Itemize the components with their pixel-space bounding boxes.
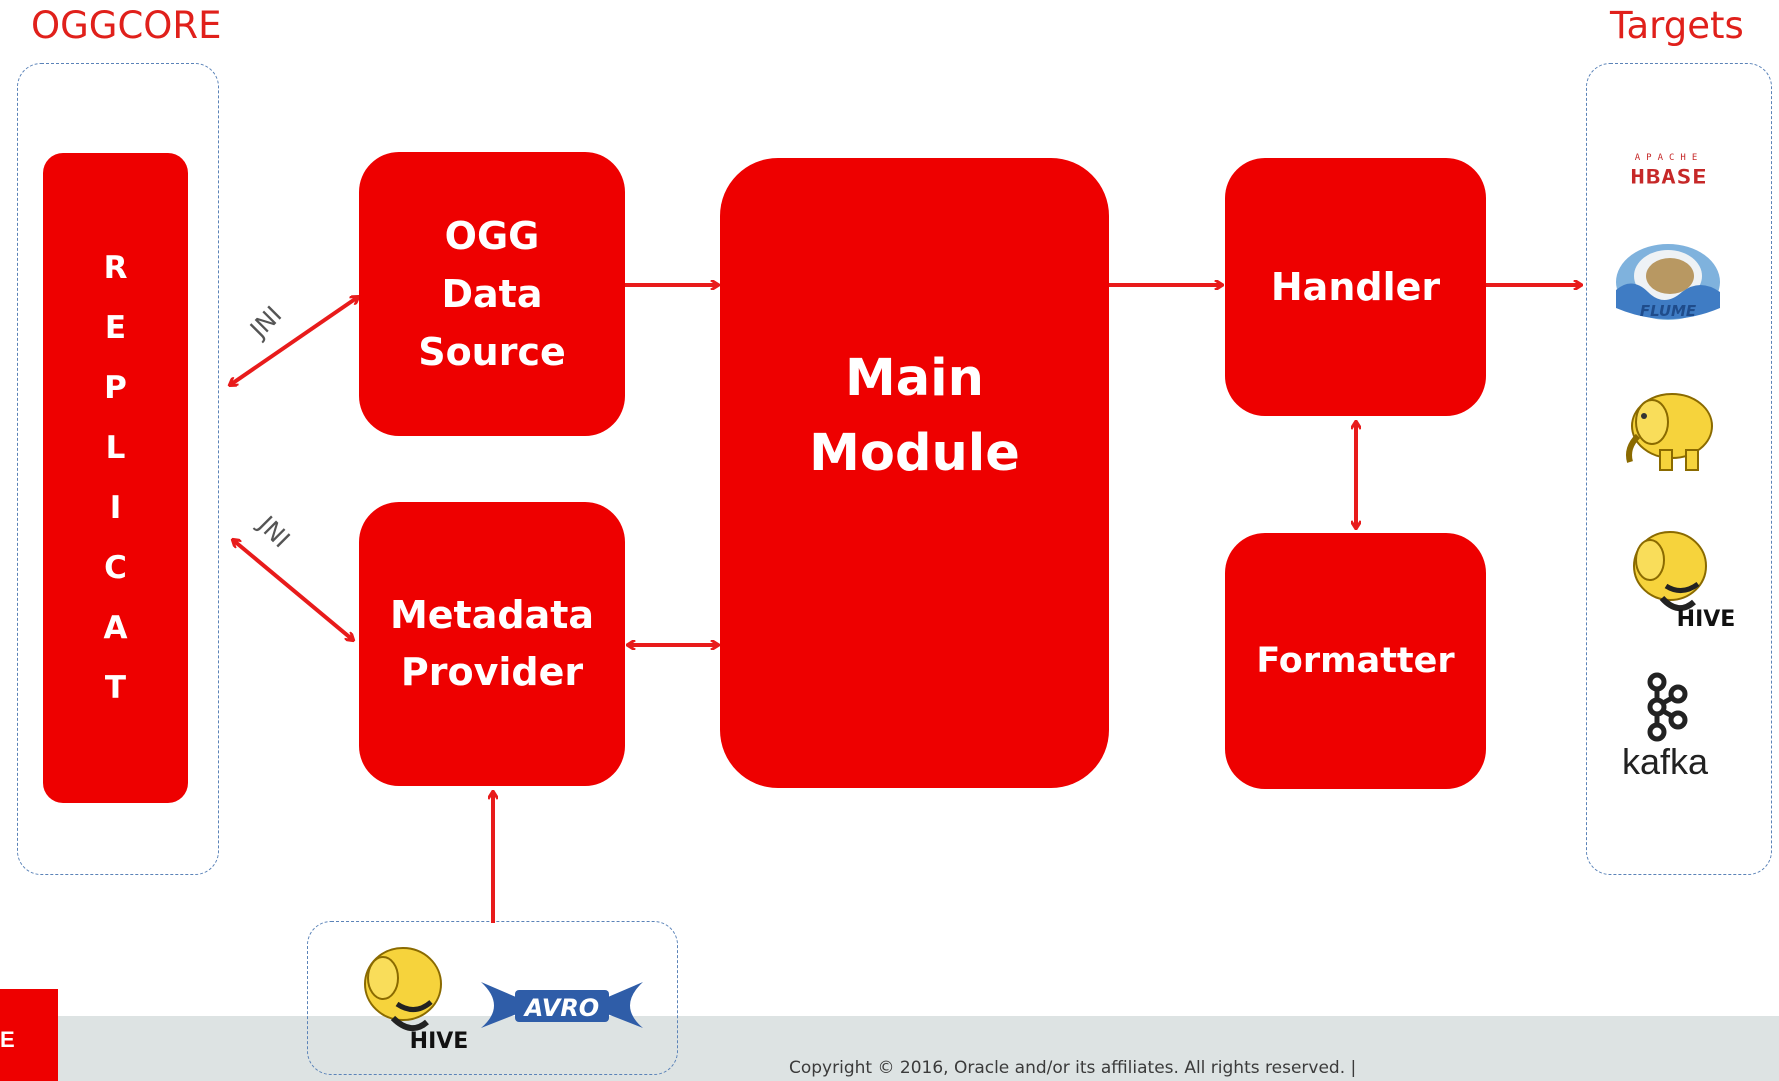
flume-logo: FLUME — [1616, 244, 1720, 320]
hive-metadata-logo-text: HIVE — [410, 1029, 469, 1054]
oggcore-title: OGGCORE — [31, 4, 222, 47]
footer-band — [0, 1016, 1779, 1081]
metadata-provider-box: Metadata Provider — [359, 502, 625, 786]
oggcore-container — [17, 63, 219, 875]
kafka-logo: kafka — [1610, 672, 1720, 792]
flume-logo-text: FLUME — [1640, 302, 1697, 320]
oracle-logo-tab: E — [0, 989, 58, 1081]
handler-label: Handler — [1270, 265, 1441, 309]
ogg-data-source-box: OGG Data Source — [359, 152, 625, 436]
hive-logo-text: HIVE — [1677, 607, 1736, 632]
metadata-provider-label: Metadata Provider — [389, 593, 595, 694]
main-module-label: Main Module — [809, 348, 1020, 483]
hbase-logo-top: APACHE — [1634, 153, 1704, 163]
hadoop-logo — [1626, 393, 1713, 471]
copyright-text: Copyright © 2016, Oracle and/or its affi… — [789, 1058, 1357, 1078]
formatter-box: Formatter — [1225, 533, 1486, 789]
main-module-box: Main Module — [720, 158, 1109, 788]
formatter-label: Formatter — [1256, 641, 1455, 681]
handler-box: Handler — [1225, 158, 1486, 416]
replicat-label: R E P L I C A T — [103, 250, 128, 706]
targets-container — [1586, 63, 1772, 875]
replicat-box: R E P L I C A T — [43, 153, 188, 803]
oracle-logo-glyph: E — [0, 1027, 15, 1052]
ogg-data-source-label: OGG Data Source — [418, 214, 566, 374]
kafka-nodes-icon — [1647, 672, 1688, 742]
hbase-logo: APACHE HBASE — [1614, 152, 1724, 198]
targets-title: Targets — [1610, 4, 1744, 47]
kafka-logo-text: kafka — [1621, 741, 1709, 782]
arrow-replicat-datasource — [230, 297, 358, 385]
hive-logo: HIVE — [1633, 531, 1736, 632]
arrow-replicat-metadata — [233, 540, 353, 640]
hbase-logo-text: HBASE — [1630, 165, 1708, 189]
avro-logo: AVRO — [481, 982, 643, 1028]
avro-logo-text: AVRO — [523, 994, 599, 1022]
hive-metadata-logo: HIVE — [364, 947, 469, 1054]
